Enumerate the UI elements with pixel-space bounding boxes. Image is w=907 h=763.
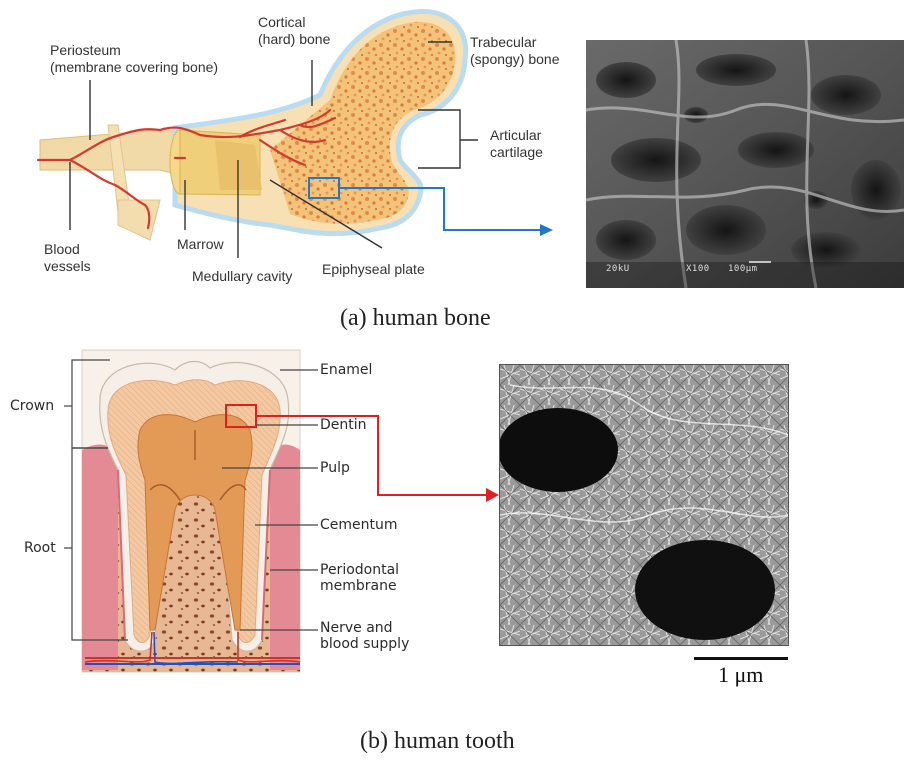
label-marrow: Marrow <box>177 236 224 253</box>
label-blood-vessels: Blood vessels <box>44 241 91 275</box>
dentin-tubule-1 <box>499 408 618 492</box>
label-trabecular-bone: Trabecular (spongy) bone <box>470 34 560 68</box>
tooth-scale-label: 1 μm <box>718 662 763 688</box>
sem-voltage: 20kU <box>606 264 630 274</box>
tooth-scale-bar <box>694 657 788 660</box>
dentin-tubule-2 <box>635 540 775 640</box>
label-dentin: Dentin <box>320 417 367 433</box>
label-pulp: Pulp <box>320 460 350 476</box>
label-epiphyseal-plate: Epiphyseal plate <box>322 261 425 278</box>
label-periodontal-membrane: Periodontal membrane <box>320 562 399 594</box>
label-nerve-blood-supply: Nerve and blood supply <box>320 620 409 652</box>
caption-human-tooth: (b) human tooth <box>360 728 515 755</box>
label-articular-cartilage: Articular cartilage <box>490 127 543 161</box>
label-periosteum: Periosteum (membrane covering bone) <box>50 42 218 76</box>
sem-magnification: X100 <box>686 264 710 274</box>
label-cortical-bone: Cortical (hard) bone <box>258 14 330 48</box>
label-crown: Crown <box>10 398 54 414</box>
label-enamel: Enamel <box>320 362 372 378</box>
dentin-sem-image <box>499 364 789 646</box>
label-root: Root <box>24 540 56 556</box>
label-medullary-cavity: Medullary cavity <box>192 268 292 285</box>
label-cementum: Cementum <box>320 517 398 533</box>
caption-human-bone: (a) human bone <box>340 305 491 332</box>
bone-sem-image: 20kU X100 100μm <box>586 40 904 288</box>
sem-scale-label: 100μm <box>728 264 758 274</box>
